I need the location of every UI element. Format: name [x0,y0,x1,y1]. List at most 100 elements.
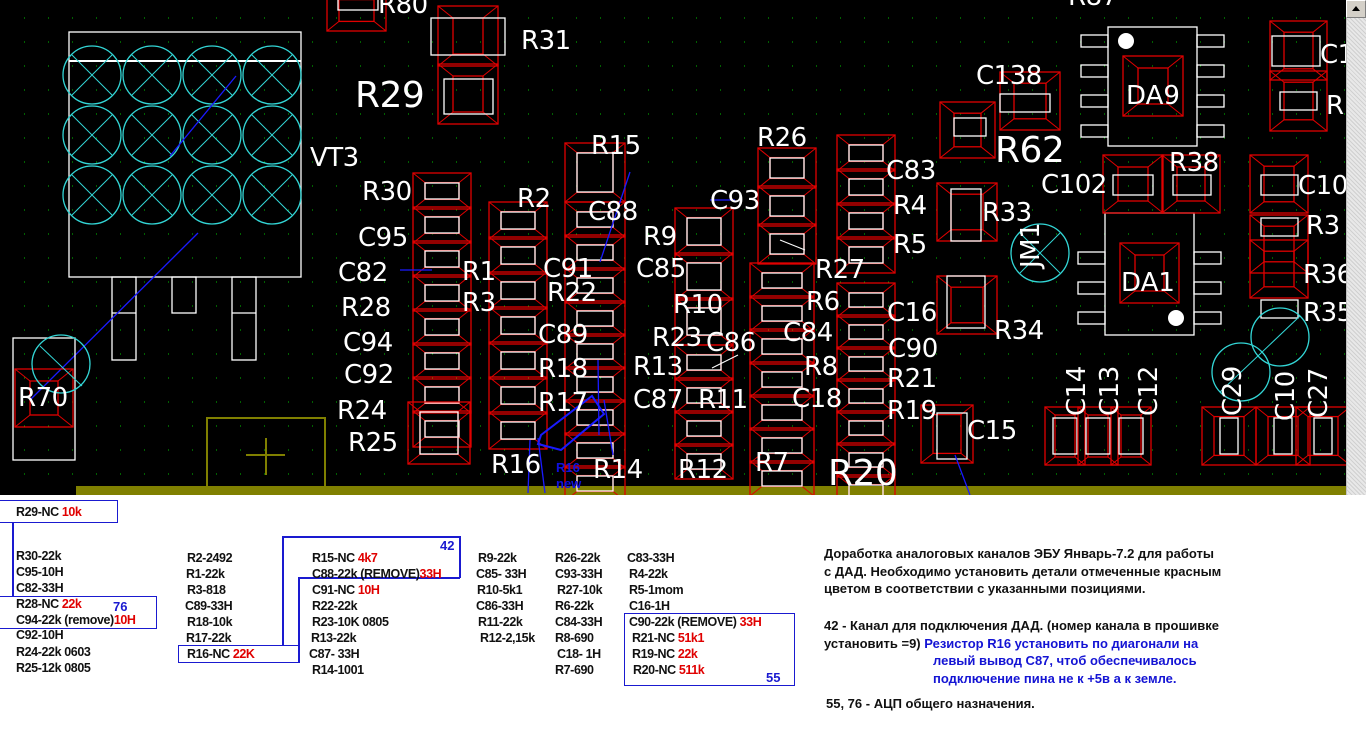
label-C84: C84 [783,318,833,348]
r62-fp-inner [1013,82,1047,120]
label-C92: C92 [344,360,394,390]
col-c88-bevel [564,366,626,403]
c102-fp-bevel [1102,154,1164,214]
col-r2-bevel [488,411,548,450]
description-paragraph-1: Доработка аналоговых каналов ЭБУ Январь-… [824,546,1222,596]
col-r9-bevel [674,207,734,256]
label-R21: R21 [887,364,937,394]
c138-fp-bevel [939,101,996,159]
via-cross [131,114,173,156]
vertical-scrollbar[interactable] [1346,0,1366,495]
note-item: R9-22k [478,551,517,565]
label-R23: R23 [652,323,702,353]
pin1-dot [1118,33,1134,49]
col-r30-inner [424,351,460,371]
col-c16-bevel [836,410,896,446]
col-r6-inner [761,271,803,290]
c10r-fp-bevel [1249,154,1309,214]
da9-pin-left [1080,34,1109,48]
col-r30-pad [424,250,460,268]
col-r23-bevel [674,410,734,447]
label-R18: R18 [538,354,588,384]
col-r2-pad [500,246,536,265]
col-r30-pad [424,284,460,302]
silk-outline [999,93,1051,113]
da9-pin-right [1196,124,1225,138]
label-C13: C13 [1095,366,1125,416]
r3r-fp-inner [1263,225,1295,263]
via-circle [62,165,122,225]
label-R13: R13 [633,352,683,382]
note-c88: C88-22k (REMOVE)33H [312,567,442,581]
label-VT3: VT3 [310,143,359,173]
label-R1: R1 [462,257,496,287]
col-r6 [749,295,815,332]
via-circle [122,165,182,225]
col-r6-bevel [749,460,815,495]
r33-fp-inner [950,193,984,231]
da1-pin-left [1077,311,1106,325]
c15-fp [920,404,974,464]
via-circle [62,45,122,105]
silk-outline [1273,417,1293,455]
note-item: C95-10H [16,565,64,579]
note-c91: C91-NC 10H [312,583,380,597]
silk-outline [337,0,379,11]
pcb-layout-canvas[interactable]: R80 R31 R29 VT3 R30 C95 C82 R28 C94 C92 … [0,0,1346,495]
cap-fp-inner [1267,415,1299,457]
label-R62: R62 [995,130,1065,171]
note-item: C16-1H [629,599,670,613]
col-r2 [488,306,548,345]
label-JM1: JM1 [1016,222,1046,268]
note-item: R27-10k [557,583,603,597]
r-fp-inner [1283,81,1314,121]
cap-fp [1295,406,1346,466]
silk-outline [443,78,494,115]
col-r23 [674,443,734,480]
col-r9-inner [686,216,722,247]
label-R26: R26 [757,123,807,153]
col-r30-pad [424,420,460,438]
col-r30 [412,308,472,346]
col-r6 [749,262,815,299]
via-cross [71,54,113,96]
label-C16: C16 [887,298,937,328]
col-r2-bevel [488,376,548,415]
silk-outline [1112,174,1154,196]
col-r2-pad [500,351,536,370]
col-r30 [412,274,472,312]
col-r2-bevel [488,236,548,275]
col-r26 [757,223,817,265]
col-r2-inner [500,385,536,406]
col-c88 [564,234,626,271]
via-cross [1019,232,1061,274]
scroll-up-arrow-icon[interactable] [1346,0,1366,18]
channel-42-label: 42 [440,538,455,553]
col-c83 [836,134,896,172]
trace [597,359,600,436]
silk-outline [936,412,968,460]
label-R5: R5 [893,230,927,260]
trace [603,399,614,456]
col-r2 [488,236,548,275]
label-C93: C93 [710,186,760,216]
col-r15-bevel [564,142,626,203]
note-item: C84-33H [555,615,603,629]
col-r6 [749,460,815,495]
col-c88-pad [576,211,614,228]
col-r6-pad [761,371,803,388]
col-r23 [674,377,734,414]
label-C86: C86 [706,328,756,358]
silk-outline [950,188,982,242]
label-C14: C14 [1062,366,1092,416]
r80-fp-inner [338,0,375,23]
r34-fp-inner [950,286,984,324]
box-line-42-outer [282,536,284,646]
r36-fp-inner [1263,250,1295,288]
col-c88 [564,300,626,337]
col-r23 [674,410,734,447]
note-item: C82-33H [16,581,64,595]
col-r26-pad [769,233,805,255]
col-r30-inner [424,385,460,405]
label-R3-right: R3 [1306,211,1340,241]
